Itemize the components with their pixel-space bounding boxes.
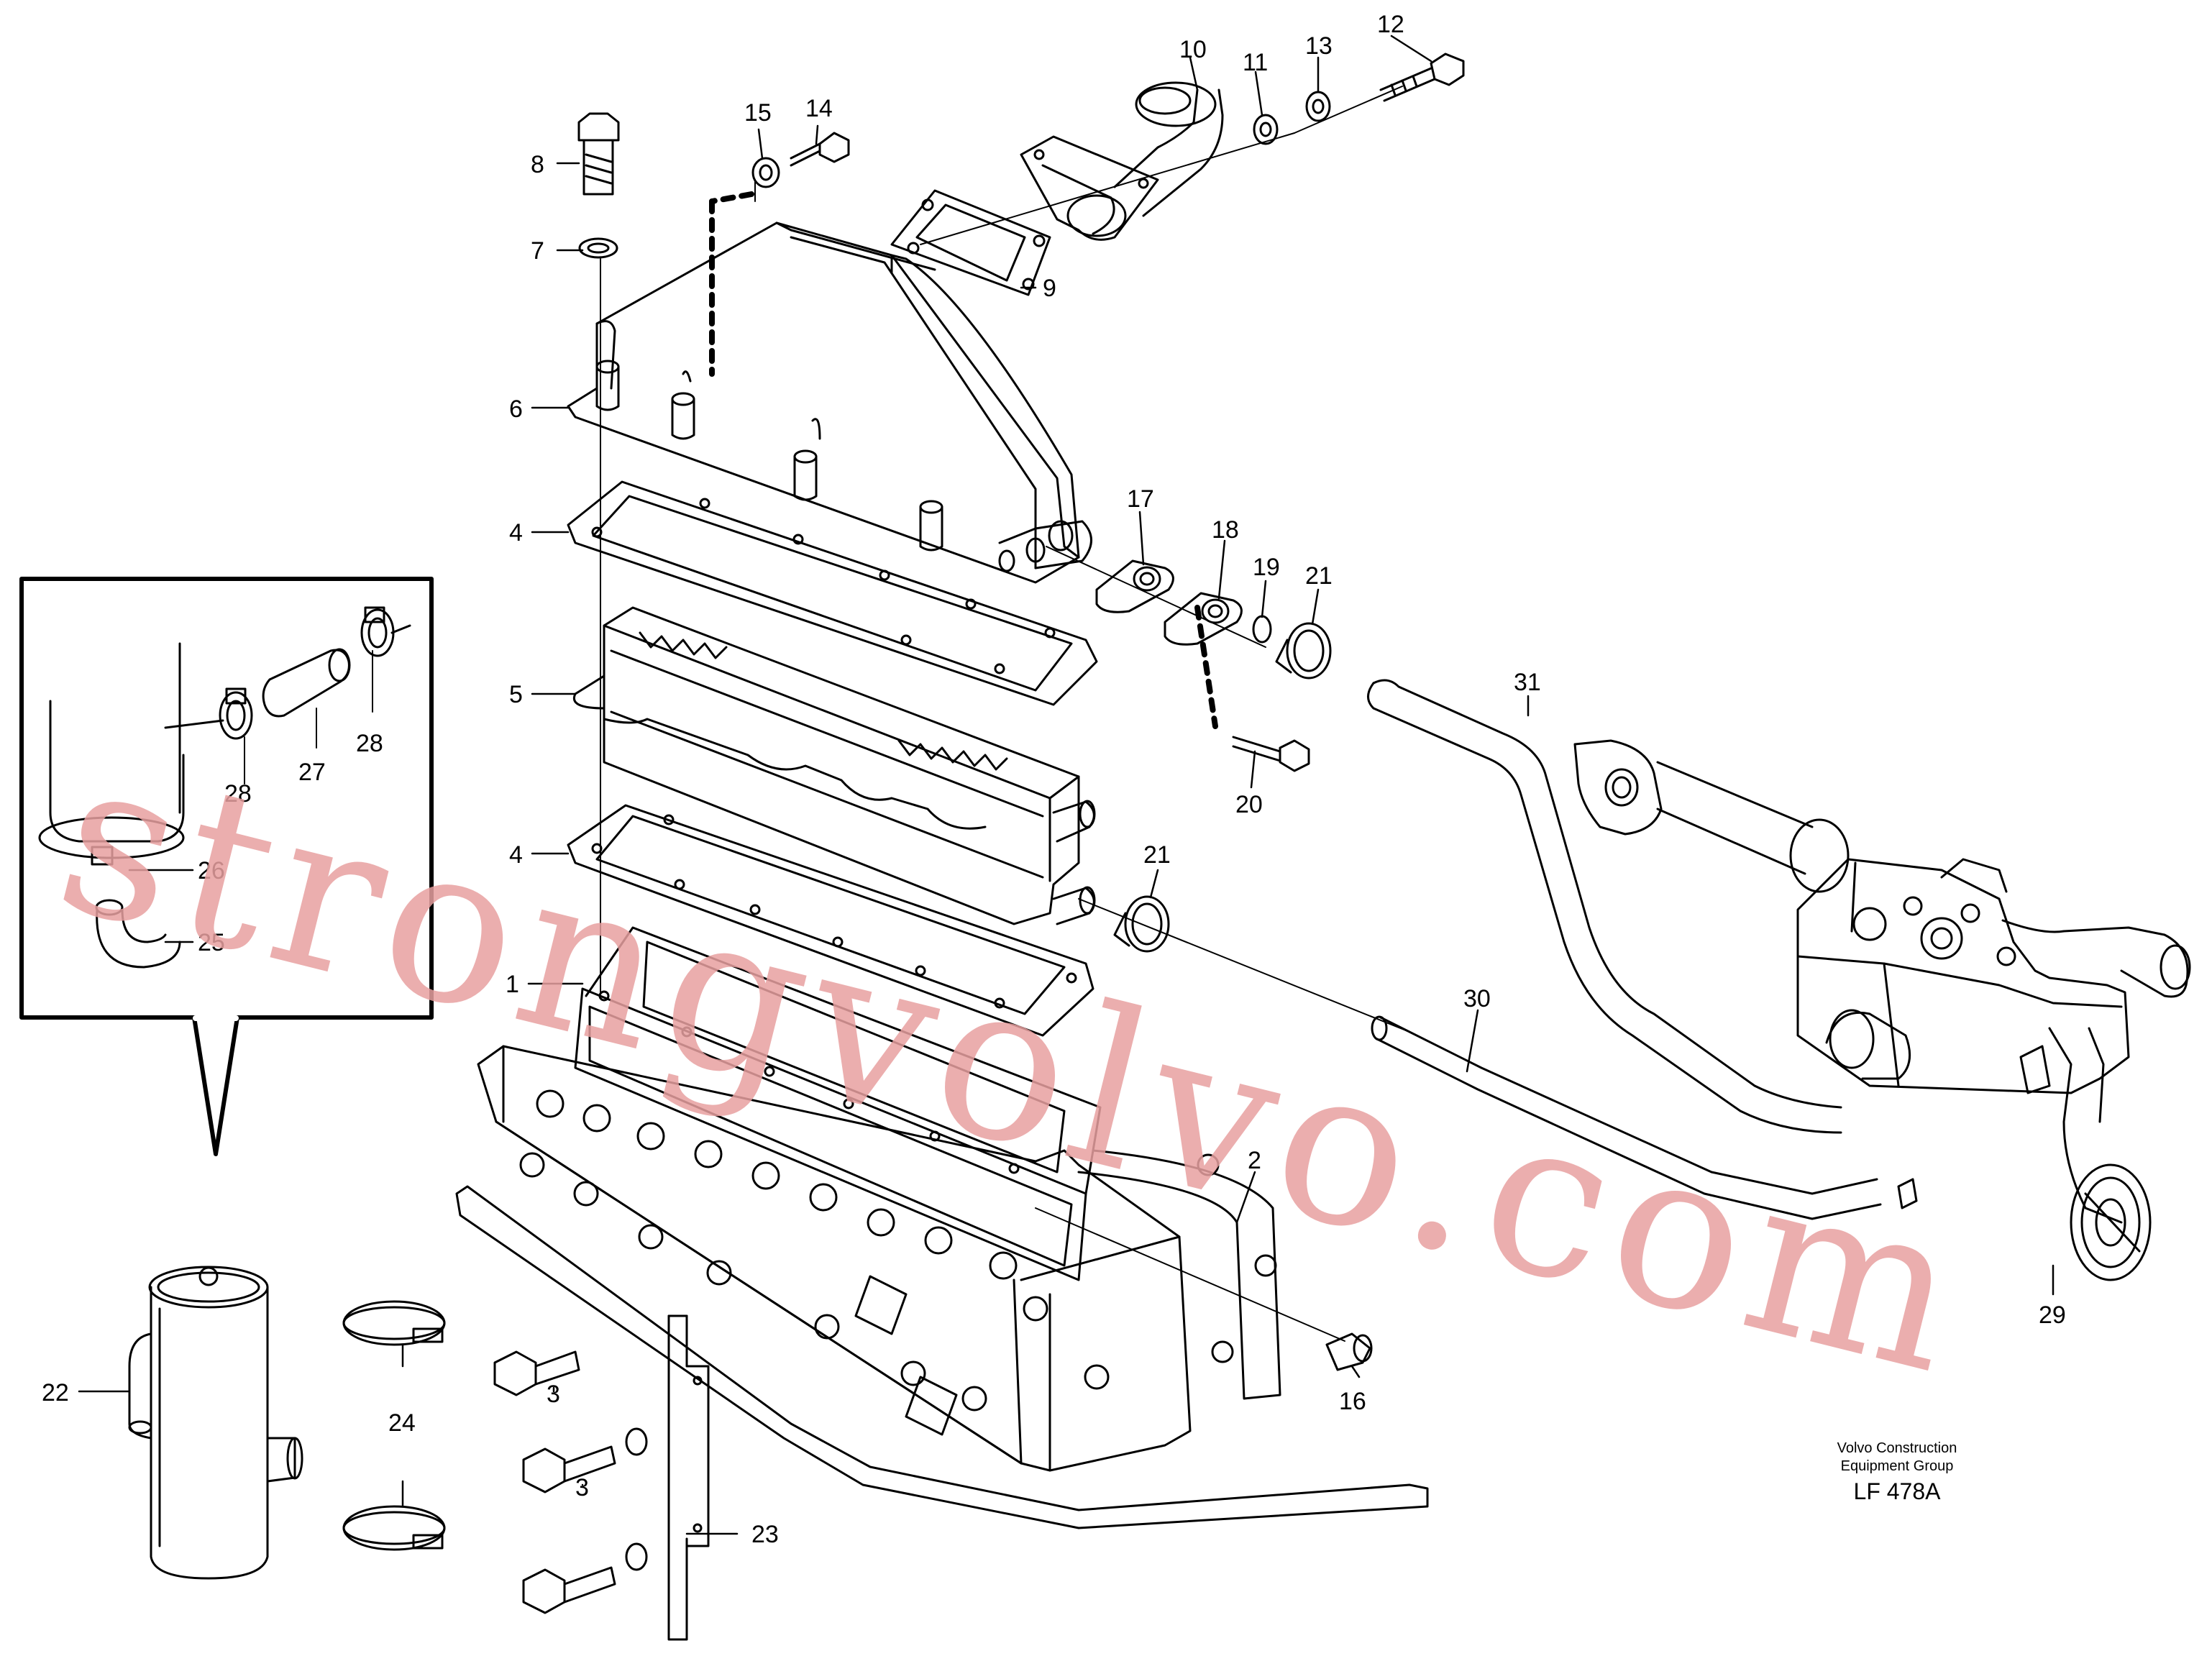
callout-21-upper: 21 xyxy=(1305,562,1333,590)
callout-3-lower: 3 xyxy=(575,1474,589,1501)
part-30-pipe xyxy=(1371,1015,1882,1220)
part-3-bolts xyxy=(493,1350,648,1614)
callout-5: 5 xyxy=(509,681,523,708)
dashed-guide-20 xyxy=(1194,605,1218,729)
part-21-clamp-lower xyxy=(1113,895,1170,953)
inset-clamp-28-left xyxy=(219,687,253,740)
callout-27: 27 xyxy=(298,759,326,786)
caption-drawing-code: LF 478A xyxy=(1854,1478,1942,1504)
callout-18: 18 xyxy=(1212,516,1239,544)
callout-14: 14 xyxy=(805,95,833,122)
part-16-nipple xyxy=(1325,1332,1373,1371)
part-24-hose-clamps xyxy=(342,1300,446,1551)
callout-24: 24 xyxy=(388,1409,416,1437)
callout-25: 25 xyxy=(198,929,225,956)
part-11-washer xyxy=(1253,114,1279,145)
callout-15: 15 xyxy=(744,99,772,127)
callout-2: 2 xyxy=(1248,1147,1261,1174)
callout-4-upper: 4 xyxy=(509,519,523,546)
part-18-flange xyxy=(1164,592,1243,646)
callout-11: 11 xyxy=(1243,49,1268,76)
callout-23: 23 xyxy=(751,1521,779,1548)
part-1-top-frame xyxy=(574,926,1102,1281)
inset-elbow-25 xyxy=(91,846,181,969)
callout-16: 16 xyxy=(1339,1388,1366,1415)
inset-clamp-28-right xyxy=(360,606,411,657)
part-8-bolt xyxy=(577,112,620,196)
part-5-charge-air-cooler xyxy=(572,606,1096,925)
caption-line-2: Equipment Group xyxy=(1841,1458,1954,1474)
callout-3-upper: 3 xyxy=(547,1381,560,1408)
part-22-pipe xyxy=(128,1266,303,1580)
callout-19: 19 xyxy=(1253,554,1280,581)
callout-22: 22 xyxy=(42,1379,69,1406)
callout-12: 12 xyxy=(1377,11,1404,38)
detail-inset xyxy=(19,577,434,1156)
part-15-washer xyxy=(751,157,780,188)
part-13-washer xyxy=(1305,91,1331,122)
callout-21-lower: 21 xyxy=(1143,841,1171,869)
part-12-bolt xyxy=(1379,52,1465,102)
part-20-bolt xyxy=(1232,736,1310,772)
part-23-bracket xyxy=(667,1314,710,1641)
callout-31: 31 xyxy=(1514,669,1541,696)
callout-13: 13 xyxy=(1305,32,1333,60)
part-4-upper-gasket xyxy=(567,480,1098,706)
callout-9: 9 xyxy=(1043,275,1056,302)
callout-8: 8 xyxy=(531,151,544,178)
part-31-pipe xyxy=(1367,679,1842,1134)
callout-10: 10 xyxy=(1179,36,1207,63)
callout-29: 29 xyxy=(2039,1302,2066,1329)
part-29-thermostat-housing xyxy=(1573,739,2191,1281)
part-7-washer xyxy=(578,237,618,259)
callout-4-lower: 4 xyxy=(509,841,523,869)
part-6-cover xyxy=(567,221,1092,584)
part-4-lower-gasket xyxy=(567,804,1094,1037)
caption-line-1: Volvo Construction xyxy=(1837,1440,1957,1456)
part-9-flange-gasket xyxy=(890,189,1051,296)
callout-26: 26 xyxy=(198,857,225,884)
part-21-clamp-upper xyxy=(1275,622,1332,680)
part-19-o-ring xyxy=(1252,615,1272,644)
callout-28-left: 28 xyxy=(224,780,252,808)
callout-6: 6 xyxy=(509,395,523,423)
dashed-guide-15 xyxy=(709,191,754,377)
callout-30: 30 xyxy=(1463,985,1491,1012)
caption-block: Volvo Construction Equipment Group LF 47… xyxy=(1837,1440,1957,1504)
callout-7: 7 xyxy=(531,237,544,265)
callout-20: 20 xyxy=(1235,791,1263,818)
inset-hose-27 xyxy=(262,648,351,718)
part-17-flange xyxy=(1095,559,1174,613)
callout-1: 1 xyxy=(506,971,519,998)
part-10-elbow xyxy=(1020,81,1224,241)
callout-17: 17 xyxy=(1127,485,1154,513)
callout-28-right: 28 xyxy=(356,730,383,757)
part-14-bolt xyxy=(790,132,850,167)
leader-lines xyxy=(78,35,2055,1535)
part-1-intake-manifold xyxy=(455,1045,1429,1529)
callout-labels: 8 7 6 4 5 4 1 15 14 10 11 13 12 9 17 18 … xyxy=(42,11,2066,1548)
